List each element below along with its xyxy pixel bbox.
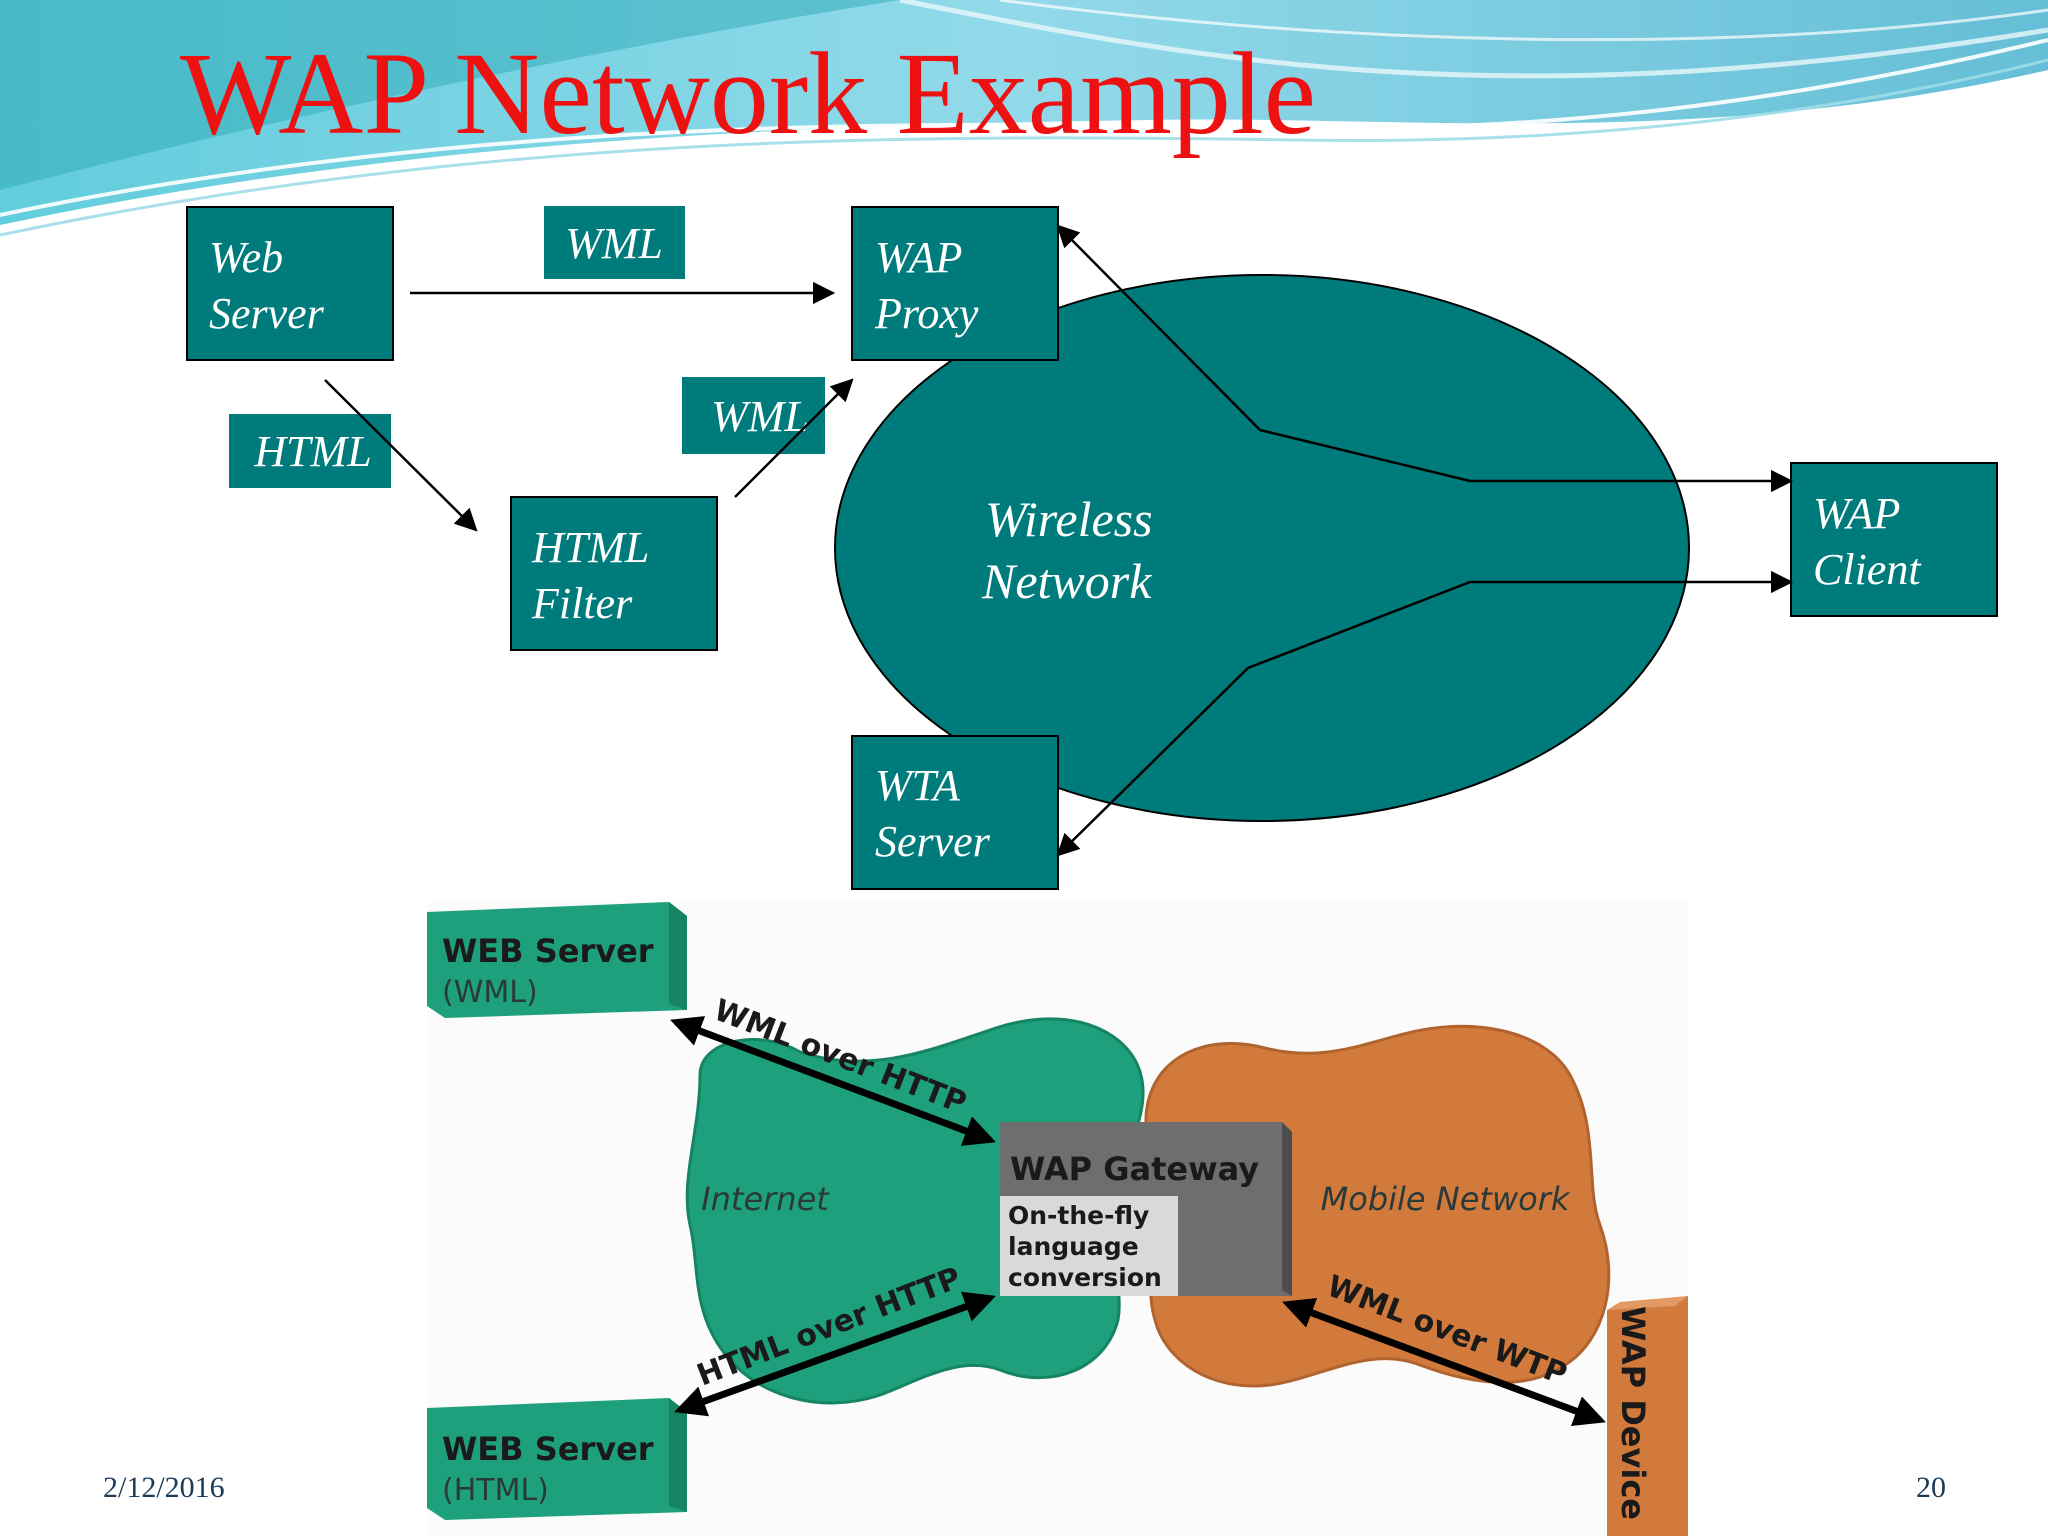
wml-top-label: WML [565, 219, 663, 268]
wml-mid-label-box [682, 377, 825, 454]
wap-device-block: WAP Device [1607, 1296, 1688, 1536]
arrow-webserver-to-filter [324, 379, 478, 532]
top-diagram: Wireless Network Web Server WAP Proxy HT… [186, 206, 1998, 890]
html-label-box [229, 414, 391, 488]
internet-label: Internet [701, 1180, 830, 1218]
html-label: HTML [253, 427, 371, 476]
bottom-diagram: Internet Mobile Network WEB Server (WML)… [427, 902, 1689, 1536]
web-server-wml-subtitle: (WML) [442, 975, 538, 1010]
arrow-html-over-http [674, 1291, 996, 1417]
wap-proxy-label: WAP Proxy [874, 233, 979, 338]
wta-server-label: WTA Server [875, 761, 991, 866]
arrow-wml-over-wtp [1282, 1298, 1606, 1426]
web-server-html-title: WEB Server [442, 1430, 654, 1468]
mobile-network-label: Mobile Network [1321, 1180, 1571, 1218]
gateway-title: WAP Gateway [1010, 1150, 1259, 1188]
slide-page-number: 20 [1916, 1471, 1946, 1504]
slide-title: WAP Network Example [180, 28, 1316, 159]
wta-server-box [851, 735, 1059, 890]
web-server-box [186, 206, 394, 361]
wap-device-label: WAP Device [1614, 1306, 1652, 1520]
arrow-filter-to-proxy [734, 378, 854, 498]
header-wave [0, 0, 2048, 237]
wap-client-label: WAP Client [1813, 489, 1922, 594]
gateway-inner-panel [1000, 1196, 1178, 1296]
web-server-label: Web Server [209, 233, 325, 338]
gateway-description: On-the-fly language conversion [1008, 1201, 1162, 1292]
web-server-html-block: WEB Server (HTML) [427, 1398, 687, 1520]
wap-proxy-box [851, 206, 1059, 361]
wap-gateway-block: WAP Gateway On-the-fly language conversi… [1000, 1122, 1292, 1296]
wap-client-box [1790, 462, 1998, 617]
arrow-proxy-client [1056, 224, 1794, 493]
web-server-html-subtitle: (HTML) [442, 1473, 549, 1508]
wml-top-label-box [544, 206, 685, 279]
wml-mid-label: WML [711, 392, 809, 441]
html-filter-label: HTML Filter [531, 523, 660, 628]
arrow-wml-over-http [670, 1016, 996, 1146]
web-server-wml-title: WEB Server [442, 932, 654, 970]
html-filter-box [510, 496, 718, 651]
slide-date: 2/12/2016 [103, 1471, 225, 1504]
web-server-wml-block: WEB Server (WML) [427, 902, 687, 1018]
arrow-wta-client [1056, 570, 1794, 857]
